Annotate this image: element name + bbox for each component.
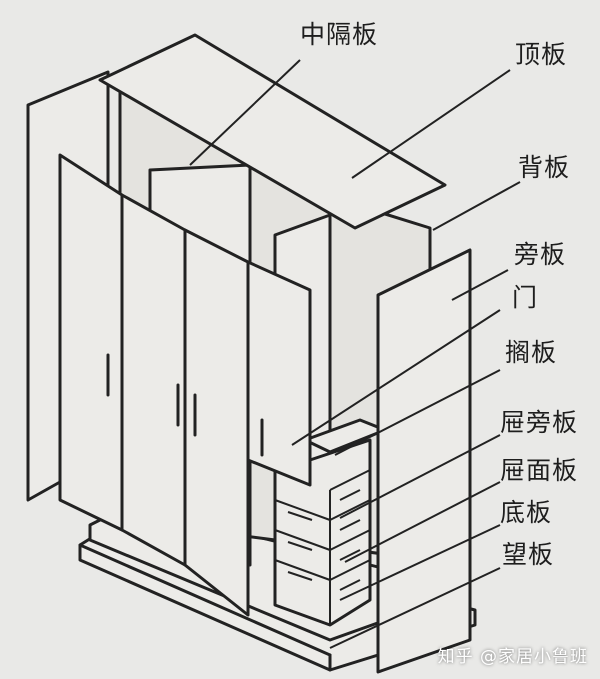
label-side-panel: 旁板 [514, 240, 567, 269]
label-door: 门 [512, 283, 539, 312]
label-drawer-front: 屉面板 [500, 456, 579, 485]
label-shelf: 搁板 [505, 338, 558, 367]
right-side-panel [376, 248, 472, 674]
label-middle-partition: 中隔板 [300, 20, 379, 49]
top-panel [98, 33, 447, 230]
label-drawer-side: 屉旁板 [500, 408, 579, 437]
door-center [183, 228, 250, 617]
door-left-outer [58, 153, 124, 532]
label-bottom-panel: 底板 [500, 498, 553, 527]
label-plinth: 望板 [502, 540, 555, 569]
door-left-inner [120, 193, 187, 567]
label-top-panel: 顶板 [515, 40, 568, 69]
plinth-top-edge [78, 543, 332, 657]
right-drawer-stack [273, 438, 372, 627]
label-back-panel: 背板 [518, 153, 571, 182]
leader-lines [189, 59, 521, 649]
watermark: 知乎 @家居小鲁班 [437, 647, 588, 667]
door-right [246, 260, 312, 487]
